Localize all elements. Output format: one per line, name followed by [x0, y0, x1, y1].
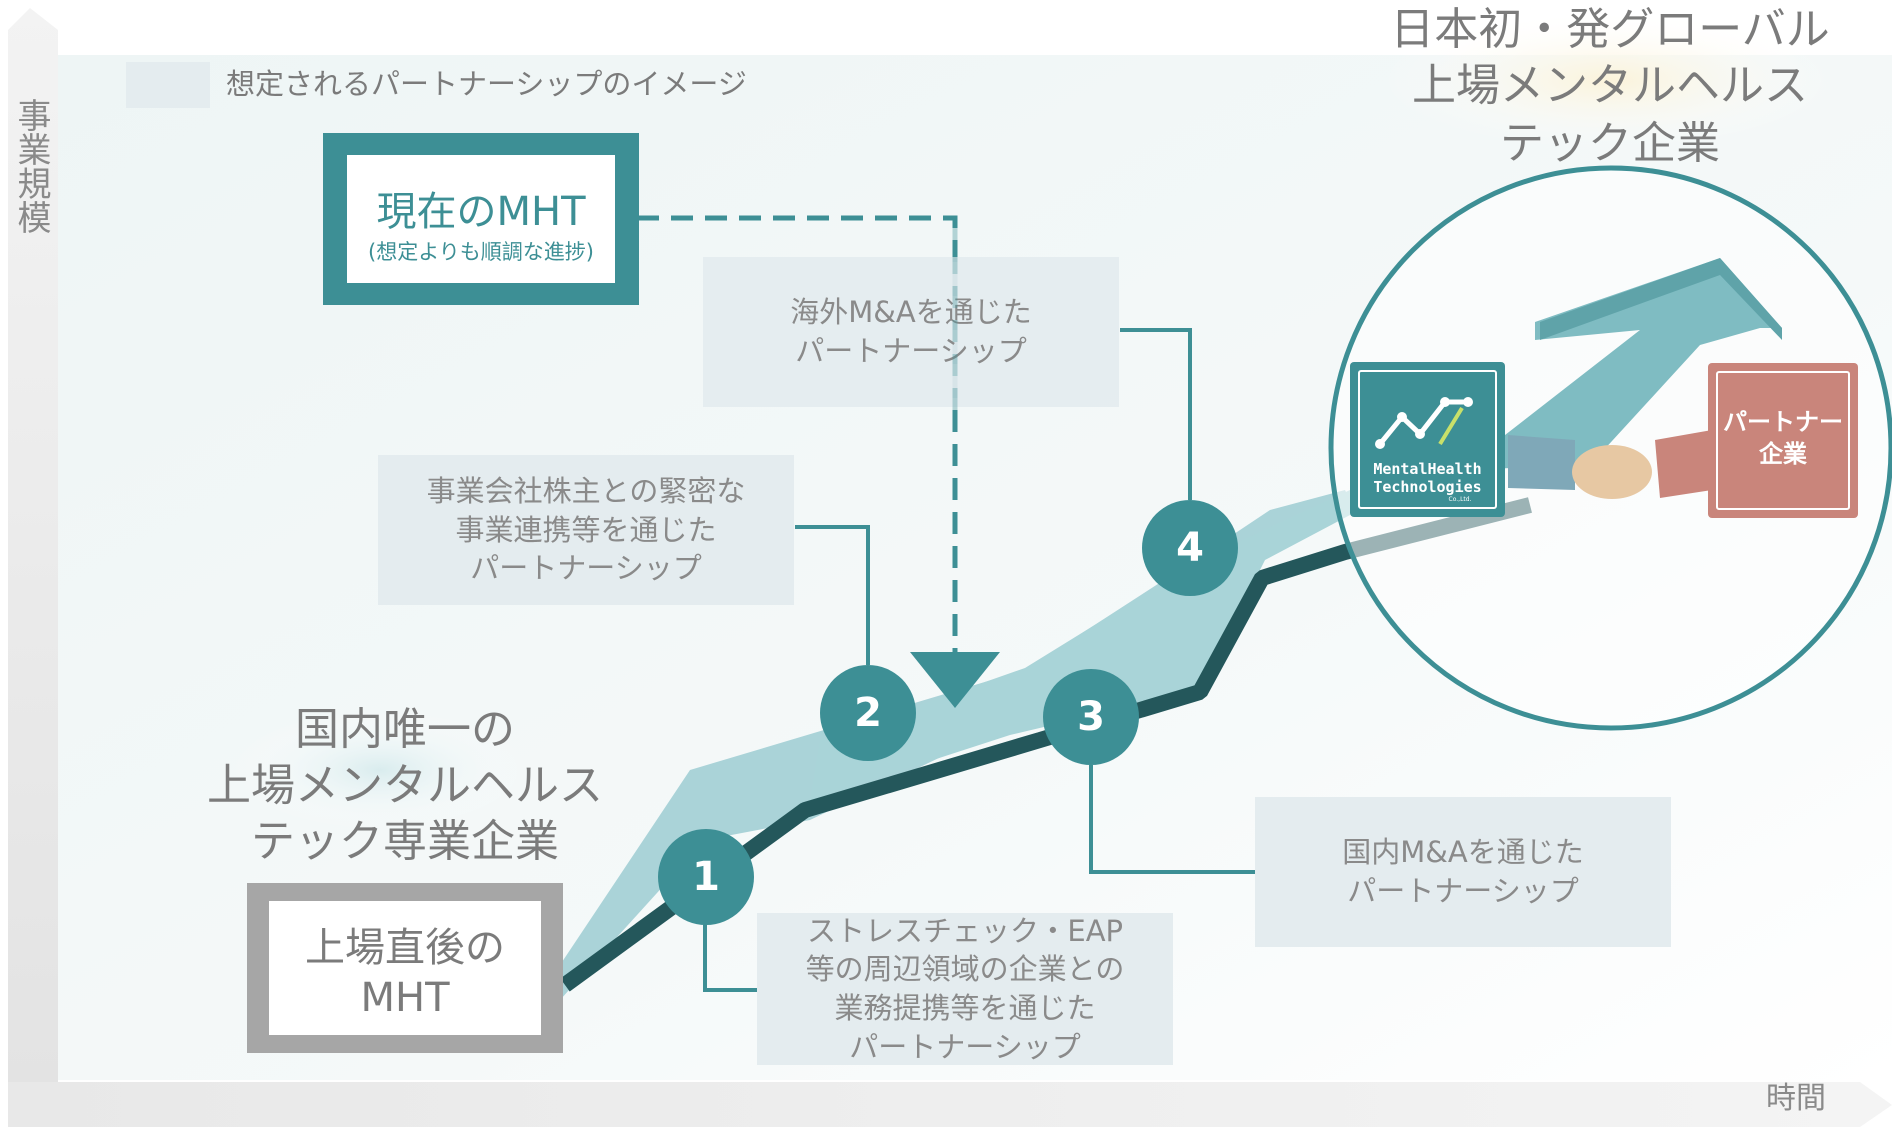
growth-ribbon-edge: [560, 497, 1532, 992]
start-mht-line2: MHT: [360, 975, 450, 1021]
goal-heading-line1: 日本初・発グローバル: [1390, 4, 1830, 55]
x-axis-arrow: [8, 1082, 1892, 1127]
connector-4: [1120, 328, 1192, 500]
step-2-number: 2: [820, 665, 916, 761]
step-2-text: 事業会社株主との緊密な 事業連携等を通じた パートナーシップ: [426, 474, 746, 586]
step-1-number: 1: [658, 829, 754, 925]
current-mht-title: 現在のMHT: [376, 189, 586, 235]
start-mht-box: 上場直後の MHT: [247, 883, 563, 1053]
connector-2: [795, 525, 870, 665]
logo-line3: Co.,Ltd.: [1448, 496, 1472, 503]
start-mht-line1: 上場直後の: [305, 925, 505, 971]
step-4-number: 4: [1142, 500, 1238, 596]
logo-line2: Technologies: [1373, 478, 1482, 496]
left-sleeve: [1508, 435, 1575, 490]
connector-3: [1089, 765, 1255, 874]
handshake-icon: [1572, 445, 1652, 499]
step-1-box: ストレスチェック・EAP 等の周辺領域の企業との 業務提携等を通じた パートナー…: [757, 913, 1173, 1065]
current-mht-box: 現在のMHT (想定よりも順調な進捗): [323, 133, 639, 305]
step-4-text: 海外M&Aを通じた パートナーシップ: [790, 295, 1032, 368]
logo-line1: MentalHealth: [1373, 460, 1482, 478]
partner-line2: 企業: [1759, 440, 1807, 468]
x-axis-label: 時間: [1766, 1081, 1826, 1116]
left-glow: [230, 710, 530, 830]
step-3-box: 国内M&Aを通じた パートナーシップ: [1255, 797, 1671, 947]
growth-arrow: [1460, 258, 1782, 470]
step-1-text: ストレスチェック・EAP 等の周辺領域の企業との 業務提携等を通じた パートナー…: [805, 913, 1125, 1064]
partner-box: パートナー 企業: [1708, 363, 1858, 518]
goal-heading-line3: テック企業: [1500, 118, 1720, 169]
right-sleeve: [1655, 430, 1712, 498]
step-2-box: 事業会社株主との緊密な 事業連携等を通じた パートナーシップ: [378, 455, 794, 605]
step-3-number: 3: [1043, 669, 1139, 765]
left-heading-line1: 国内唯一の: [295, 704, 515, 755]
step-3-text: 国内M&Aを通じた パートナーシップ: [1342, 835, 1584, 908]
current-arrowhead: [910, 652, 1000, 708]
current-mht-subtitle: (想定よりも順調な進捗): [368, 240, 594, 264]
left-heading-line3: テック専業企業: [251, 816, 559, 867]
partner-line1: パートナー: [1723, 408, 1843, 436]
mht-logo: MentalHealth Technologies Co.,Ltd.: [1350, 362, 1505, 517]
current-dashed-line: [637, 215, 958, 652]
left-heading-line2: 上場メンタルヘルス: [207, 760, 603, 811]
y-axis-label: 事業規模: [11, 98, 51, 234]
legend-swatch: [126, 62, 210, 108]
goal-heading-line2: 上場メンタルヘルス: [1412, 60, 1808, 111]
step-4-box: 海外M&Aを通じた パートナーシップ: [703, 257, 1119, 407]
goal-glow: [1380, 10, 1840, 150]
legend-label: 想定されるパートナーシップのイメージ: [226, 67, 747, 101]
logo-chart-icon: [1375, 397, 1473, 449]
y-axis-arrow: [8, 8, 58, 1082]
